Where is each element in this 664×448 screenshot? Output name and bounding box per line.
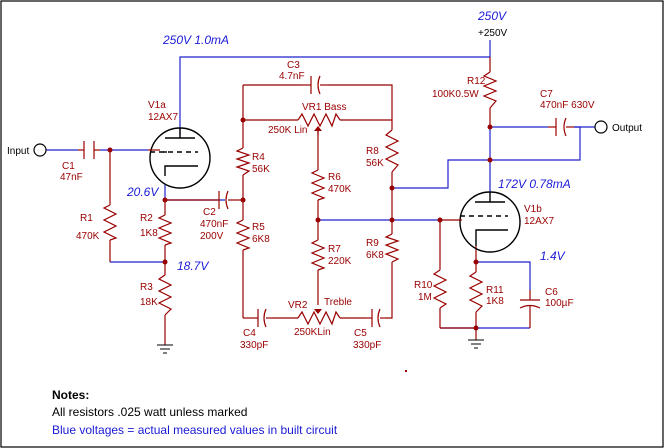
components-r10-value-label: 1M [418,292,432,303]
capacitor-c5 [366,308,386,328]
resistor-r12 [482,71,498,109]
supply-voltage: 250V [477,9,507,23]
components-c7-ref-label: C7 [540,89,553,100]
capacitor-c2 [215,190,243,210]
components-r5-ref-label: R5 [252,222,265,233]
v1a-label: V1a [148,100,166,111]
resistor-r8 [384,129,400,173]
resistor-r11 [468,271,484,313]
notes-title: Notes: [52,388,89,402]
components-c6-ref-label: C6 [545,287,558,298]
input-terminal [33,143,47,157]
components-c4-ref-label: C4 [243,328,256,339]
v1a-cathode-voltage: 18.7V [177,259,209,273]
blue-wires [46,40,595,329]
ground-symbols [157,339,484,354]
resistor-r6 [310,169,326,201]
components-r8-ref-label: R8 [366,146,379,157]
components-vr1-ref-label: VR1 Bass [302,102,346,113]
notes-line-1: All resistors .025 watt unless marked [52,405,247,419]
components-r11-value-label: 1K8 [486,296,504,307]
components-vr1-value-label: 250K Lin [268,125,307,136]
components-r5-value-label: 6K8 [252,234,270,245]
capacitor-c1 [83,141,95,159]
v1a-type: 12AX7 [148,112,178,123]
v1a-grid-voltage: 20.6V [126,185,159,199]
labels: 250V +250V 250V 1.0mA V1a 12AX7 20.6V 18… [7,9,642,437]
components-r8-value-label: 56K [366,158,384,169]
output-terminal [594,120,608,134]
components-r6-ref-label: R6 [328,172,341,183]
components-r1-ref-label: R1 [80,213,93,224]
v1b-measured: 172V 0.78mA [498,177,571,191]
resistor-r5 [235,219,251,251]
v1b-cathode-voltage: 1.4V [540,249,566,263]
resistor-r3 [157,274,173,316]
output-label: Output [612,123,642,134]
components-vr2-name-label: Treble [324,297,352,308]
components-c2-ref-label: C2 [203,207,216,218]
components-c5-value-label: 330pF [353,340,381,351]
components-r9-ref-label: R9 [366,238,379,249]
v1b-type: 12AX7 [524,216,554,227]
components-c1-value-label: 47nF [60,172,83,183]
capacitors [83,75,574,328]
tube-v1b [459,191,521,253]
stray-mark [405,370,407,372]
pot-vr2 [297,310,341,326]
components-r1-value-label: 470K [76,231,100,242]
components-r10-ref-label: R10 [414,280,433,291]
circuit-wires [78,57,531,345]
tube-v1a [149,127,211,189]
components-c4-value-label: 330pF [240,340,268,351]
resistors [102,71,498,326]
pot-vr1 [297,112,341,128]
components-r6-value-label: 470K [328,184,352,195]
components-r12-ref-label: R12 [467,76,486,87]
components-r4-ref-label: R4 [252,152,265,163]
components-r4-value-label: 56K [252,164,270,175]
capacitor-c4 [252,308,272,328]
components-r9-value-label: 6K8 [366,250,384,261]
capacitor-c6 [519,299,541,309]
components-r11-ref-label: R11 [486,285,504,296]
capacitor-c7 [548,117,574,137]
resistor-r10 [432,269,448,309]
resistor-r9 [384,233,400,263]
resistor-r2 [157,214,173,246]
junctions [107,117,493,331]
capacitor-c3 [302,75,328,95]
components-c3-value-label: 4.7nF [279,71,305,82]
components-r2-ref-label: R2 [140,213,153,224]
supply-rail-label: +250V [478,28,508,39]
components-c1-ref-label: C1 [62,161,75,172]
components-c2-value2-label: 200V [200,231,224,242]
components-c5-ref-label: C5 [354,328,367,339]
v1b-label: V1b [524,204,542,215]
components-r3-ref-label: R3 [140,282,153,293]
resistor-r4 [235,147,251,176]
notes-line-2: Blue voltages = actual measured values i… [52,423,338,437]
components-r7-ref-label: R7 [328,244,341,255]
resistor-r1 [102,204,118,241]
components-c3-ref-label: C3 [287,60,300,71]
resistor-r7 [310,239,326,271]
input-label: Input [7,146,29,157]
v1a-measured: 250V 1.0mA [162,33,229,47]
components-vr2-value-label: 250KLin [294,327,331,338]
components-vr2-ref-label: VR2 [288,300,308,311]
components-c2-value-label: 470nF [200,219,228,230]
components-r7-value-label: 220K [328,256,352,267]
components-c6-value-label: 100µF [545,298,574,309]
components-c7-value-label: 470nF 630V [540,100,595,111]
components-r12-value-label: 100K0.5W [432,89,479,100]
components-r2-value-label: 1K8 [140,228,158,239]
components-r3-value-label: 18K [140,297,158,308]
